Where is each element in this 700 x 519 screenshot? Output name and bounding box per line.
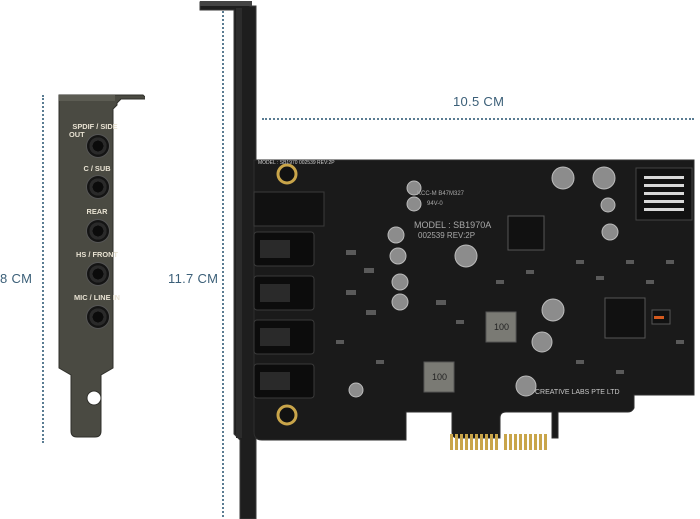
front-panel-header bbox=[635, 167, 693, 221]
inductor-2-label: 100 bbox=[432, 372, 448, 382]
pcb-board bbox=[253, 159, 695, 441]
jack-mic-line-in bbox=[87, 306, 109, 328]
port-label-c-sub: C / SUB bbox=[83, 164, 111, 173]
full-height-bracket bbox=[199, 1, 257, 519]
jack-hs-front bbox=[87, 263, 109, 285]
low-profile-height-label: 8 CM bbox=[0, 271, 33, 286]
dsp-chip bbox=[507, 215, 545, 251]
capacitors bbox=[348, 166, 619, 398]
port-label-spdif-line2: OUT bbox=[69, 130, 85, 139]
inductor-1-label: 100 bbox=[494, 322, 510, 332]
jack-spdif-side-out bbox=[87, 135, 109, 157]
port-label-hs-front: HS / FRONT bbox=[76, 250, 118, 259]
card-length-dimension-line bbox=[262, 118, 694, 120]
sound-card-illustration bbox=[199, 1, 695, 519]
pcb-rating-text: 94V-0 bbox=[427, 201, 443, 207]
card-length-label: 10.5 CM bbox=[453, 94, 505, 109]
low-profile-height-dimension-line bbox=[42, 95, 44, 443]
mounting-hole-bottom bbox=[276, 404, 298, 426]
pcb-part-text: 002539 REV:2P bbox=[418, 231, 476, 240]
jack-c-sub bbox=[87, 176, 109, 198]
optical-port bbox=[253, 191, 325, 227]
inductor-2 bbox=[423, 361, 455, 393]
pcb-maker-text: CREATIVE LABS PTE LTD bbox=[535, 389, 620, 396]
full-height-dimension-line bbox=[222, 2, 224, 517]
inductor-1 bbox=[485, 311, 517, 343]
low-profile-bracket: SPDIF / SIDE OUT C / SUB REAR HS / FRONT… bbox=[55, 93, 149, 438]
pcb-silk-top: MODEL : SB1970 002539 REV:2P bbox=[258, 160, 335, 166]
port-label-rear: REAR bbox=[86, 207, 108, 216]
port-label-mic-line-in: MIC / LINE IN bbox=[74, 293, 120, 302]
port-label-spdif-line1: SPDIF / SIDE bbox=[72, 122, 118, 131]
mounting-hole-top bbox=[276, 163, 298, 185]
full-height-label: 11.7 CM bbox=[168, 271, 219, 286]
codec-chip bbox=[604, 297, 646, 339]
pcb-cert-text: KCC-M B47M327 bbox=[417, 191, 465, 197]
pcb-model-text: MODEL : SB1970A bbox=[414, 220, 492, 230]
jack-rear bbox=[87, 220, 109, 242]
port-label-spdif: SPDIF / SIDE OUT bbox=[55, 123, 135, 139]
pcie-gold-fingers bbox=[450, 434, 547, 450]
